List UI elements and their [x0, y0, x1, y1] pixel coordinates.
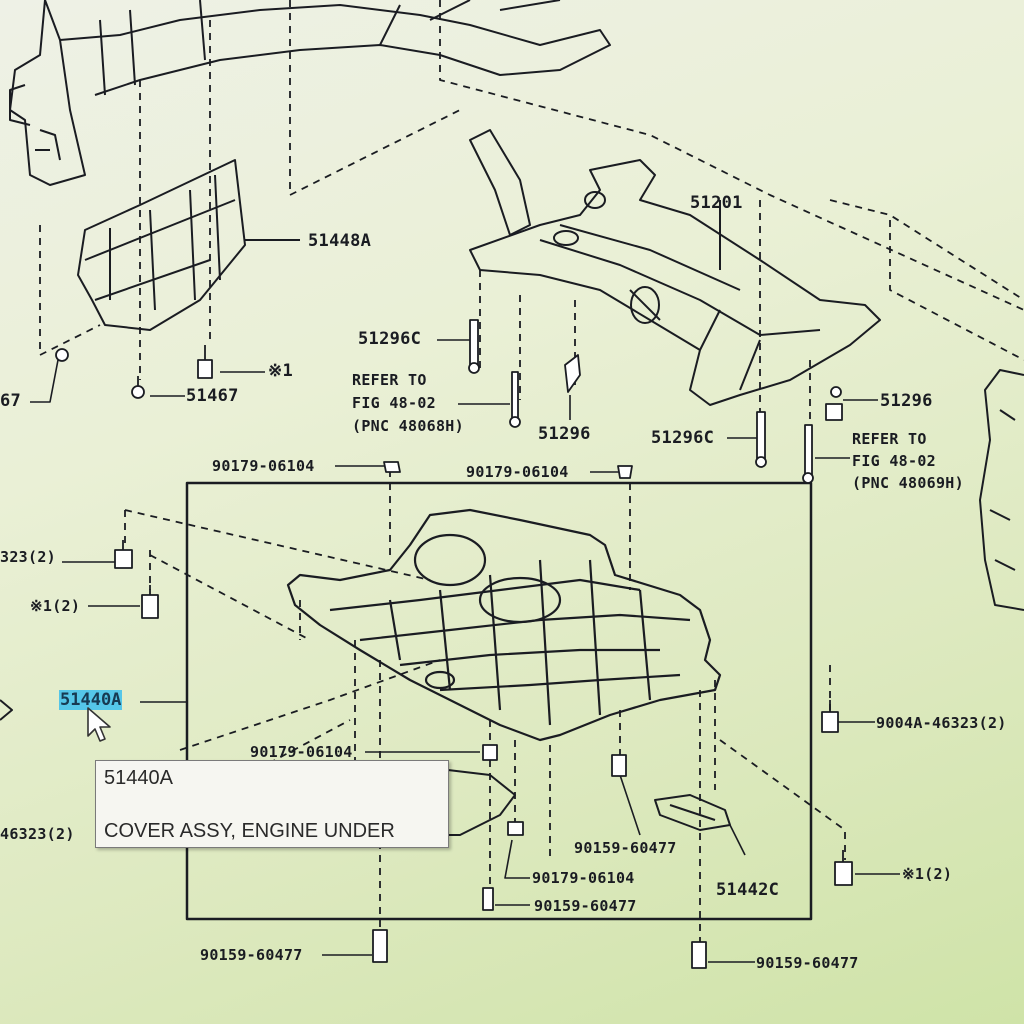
part-label-90179-a[interactable]: 90179-06104 [212, 457, 315, 475]
dashed-guide-lines [39, 0, 1024, 955]
part-label-51440a-selected[interactable]: 51440A [59, 690, 123, 710]
part-label-51296-mid[interactable]: 51296 [538, 424, 591, 444]
part-label-90179-d[interactable]: 90179-06104 [532, 869, 635, 887]
cover-assembly-box [185, 481, 813, 921]
tooltip-part-description: COVER ASSY, ENGINE UNDER [104, 820, 395, 842]
part-51448a-drawing [77, 159, 300, 331]
fastener-drawings [55, 319, 853, 969]
part-label-323-left[interactable]: 323(2) [0, 548, 56, 566]
leader-lines [30, 339, 900, 963]
part-label-51201[interactable]: 51201 [690, 193, 743, 213]
part-label-51442c[interactable]: 51442C [716, 880, 780, 900]
part-label-51296-right[interactable]: 51296 [880, 391, 933, 411]
refer-label-2-line2[interactable]: FIG 48-02 [852, 452, 936, 470]
refer-label-1-line2[interactable]: FIG 48-02 [352, 394, 436, 412]
part-label-9004a[interactable]: 9004A-46323(2) [876, 714, 1007, 732]
part-label-90159-d[interactable]: 90159-60477 [756, 954, 859, 972]
note-label-1-right: ※1(2) [902, 865, 953, 883]
part-51201-subframe-drawing [469, 129, 881, 406]
part-label-51448a[interactable]: 51448A [308, 231, 372, 251]
part-label-90159-a[interactable]: 90159-60477 [574, 839, 677, 857]
front-frame-drawing [9, 0, 611, 186]
part-tooltip: 51440A COVER ASSY, ENGINE UNDER [95, 760, 449, 848]
part-label-90179-c[interactable]: 90179-06104 [250, 743, 353, 761]
part-label-51296c-top[interactable]: 51296C [358, 329, 422, 349]
refer-label-1-line1[interactable]: REFER TO [352, 371, 427, 389]
side-cover-fragment-drawing [447, 769, 516, 836]
tooltip-part-number: 51440A [104, 767, 173, 789]
note-label-1-top: ※1 [268, 361, 294, 381]
left-edge-arrow-icon [0, 699, 13, 721]
part-label-90159-c[interactable]: 90159-60477 [200, 946, 303, 964]
right-side-part-drawing [979, 369, 1024, 611]
part-label-90159-b[interactable]: 90159-60477 [534, 897, 637, 915]
part-label-51467-partial[interactable]: 67 [0, 391, 22, 411]
part-label-90179-b[interactable]: 90179-06104 [466, 463, 569, 481]
part-51440a-cover-drawing [286, 508, 722, 742]
refer-label-2-line1[interactable]: REFER TO [852, 430, 927, 448]
part-51442c-drawing [654, 794, 731, 831]
part-label-46323-left[interactable]: 46323(2) [0, 825, 75, 843]
refer-label-1-line3[interactable]: (PNC 48068H) [352, 417, 464, 435]
part-label-51296c-right[interactable]: 51296C [651, 428, 715, 448]
refer-label-2-line3[interactable]: (PNC 48069H) [852, 474, 964, 492]
part-label-51467[interactable]: 51467 [186, 386, 239, 406]
arrow-cursor-icon [87, 707, 111, 742]
note-label-1-left: ※1(2) [30, 597, 81, 615]
